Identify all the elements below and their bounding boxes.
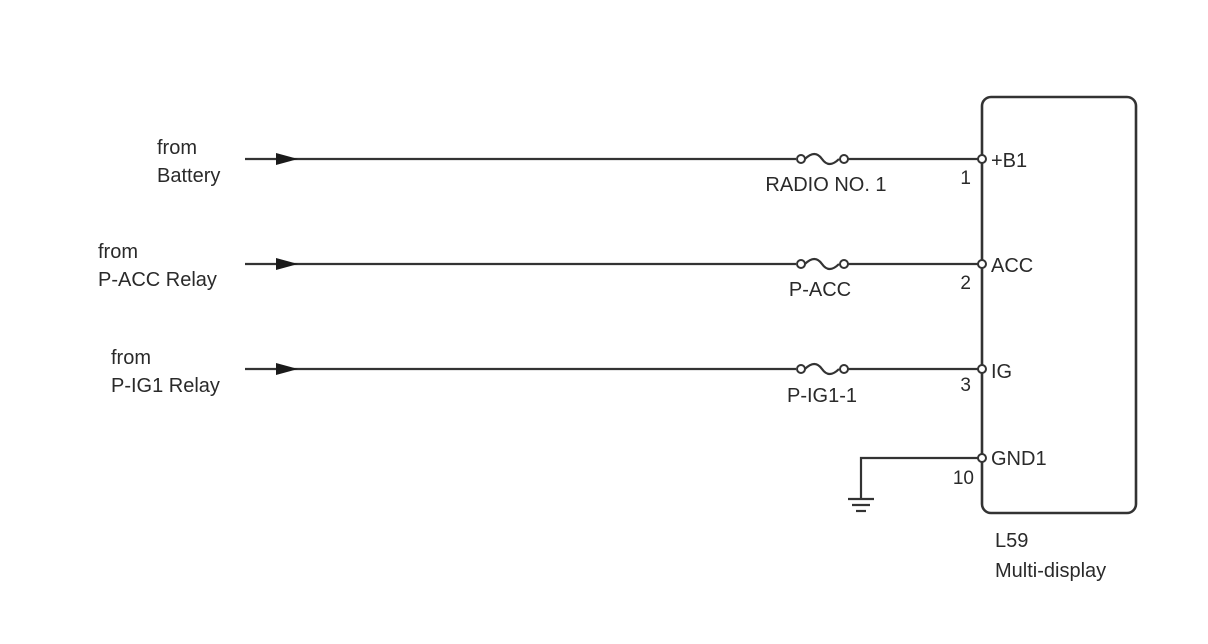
circuit-battery: from Battery RADIO NO. 1 1 +B1: [157, 137, 1027, 196]
fuse-label-p-acc: P-ACC: [789, 279, 851, 301]
connector-name: Multi-display: [995, 560, 1106, 582]
source-battery-name: Battery: [157, 165, 220, 187]
ground-icon: [848, 497, 874, 513]
fuse-radio-no-1: [796, 152, 849, 166]
arrow-battery: [276, 153, 298, 165]
circuit-p-acc: from P-ACC Relay P-ACC 2 ACC: [98, 241, 1033, 301]
connector-code: L59: [995, 530, 1028, 552]
pin-terminal-1: [977, 154, 987, 164]
source-p-ig1-from: from: [111, 347, 151, 369]
fuse-p-acc: [796, 257, 849, 271]
pin-number-10: 10: [953, 468, 974, 489]
source-battery-from: from: [157, 137, 197, 159]
source-p-acc-from: from: [98, 241, 138, 263]
pin-name-acc: ACC: [991, 255, 1033, 277]
pin-number-1: 1: [960, 168, 971, 189]
wire-ground: [859, 456, 978, 498]
arrow-p-acc: [276, 258, 298, 270]
multi-display-box: [980, 95, 1138, 515]
circuit-p-ig1: from P-IG1 Relay P-IG1-1 3 IG: [111, 347, 1012, 407]
pin-name-b1: +B1: [991, 150, 1027, 172]
pin-name-ig: IG: [991, 361, 1012, 383]
source-p-acc-name: P-ACC Relay: [98, 269, 217, 291]
arrow-p-ig1: [276, 363, 298, 375]
pin-terminal-3: [977, 364, 987, 374]
pin-number-3: 3: [960, 375, 971, 396]
pin-name-gnd1: GND1: [991, 448, 1047, 470]
fuse-label-radio-no-1: RADIO NO. 1: [765, 174, 886, 196]
fuse-p-ig1-1: [796, 362, 849, 376]
pin-terminal-2: [977, 259, 987, 269]
source-p-ig1-name: P-IG1 Relay: [111, 375, 220, 397]
fuse-label-p-ig1-1: P-IG1-1: [787, 385, 857, 407]
pin-number-2: 2: [960, 273, 971, 294]
pin-terminal-10: [977, 453, 987, 463]
circuit-ground: 10 GND1: [848, 448, 1047, 513]
